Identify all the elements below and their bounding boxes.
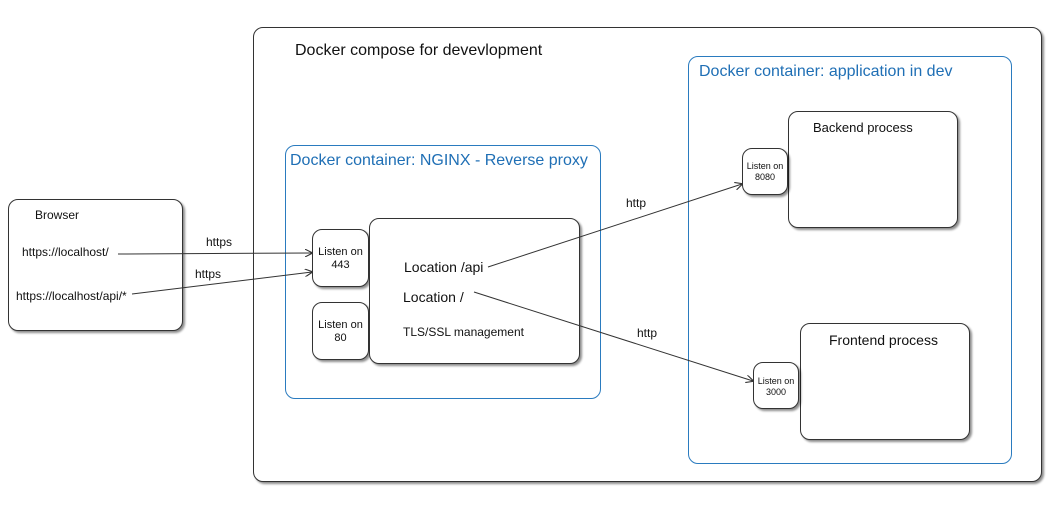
edge-browser-root-to-443 [117, 253, 312, 254]
edge-location-root-to-3000 [473, 291, 753, 381]
frontend-box [800, 323, 970, 440]
nginx-container-title: Docker container: NGINX - Reverse proxy [290, 152, 588, 169]
listen-8080-box [742, 148, 788, 195]
location-api: Location /api [404, 259, 484, 275]
edge-label-http-frontend: http [637, 326, 658, 340]
nginx-locations-box [369, 218, 580, 364]
browser-url-root: https://localhost/ [22, 245, 109, 259]
compose-title: Docker compose for devevlopment [295, 42, 543, 59]
tls-management: TLS/SSL management [403, 325, 524, 339]
browser-box [8, 199, 183, 331]
listen-443-label: Listen on 443 [318, 246, 363, 271]
edge-label-http-backend: http [626, 196, 647, 210]
listen-80-box [312, 302, 369, 360]
location-root: Location / [403, 289, 464, 305]
app-container-title: Docker container: application in dev [699, 63, 953, 80]
backend-box [788, 111, 958, 228]
edge-label-https-1: https [206, 235, 233, 249]
edge-browser-api-to-443 [131, 272, 312, 295]
edge-location-api-to-8080 [487, 184, 742, 268]
listen-3000-box [753, 362, 799, 409]
listen-8080-label: Listen on 8080 [746, 161, 784, 182]
listen-80-label: Listen on 80 [318, 319, 363, 344]
frontend-title: Frontend process [829, 332, 938, 348]
browser-url-api: https://localhost/api/* [16, 289, 127, 303]
browser-title: Browser [35, 208, 80, 222]
backend-title: Backend process [813, 120, 913, 135]
listen-443-box [312, 229, 369, 287]
listen-3000-label: Listen on 3000 [757, 376, 795, 397]
edge-label-https-2: https [195, 267, 222, 281]
